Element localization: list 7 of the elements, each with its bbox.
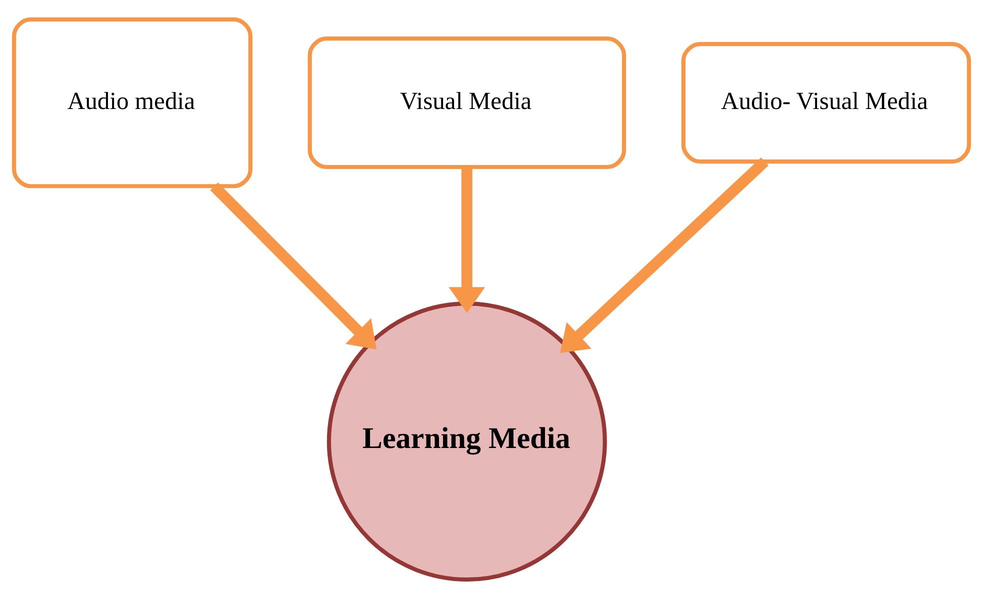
node-box: Audio- Visual Media [681, 42, 971, 164]
node-circle: Learning Media [326, 301, 607, 582]
arrow [210, 182, 377, 349]
arrow [560, 157, 769, 353]
arrow [448, 166, 486, 313]
node-box: Visual Media [308, 36, 626, 169]
node-box: Audio media [12, 16, 252, 188]
